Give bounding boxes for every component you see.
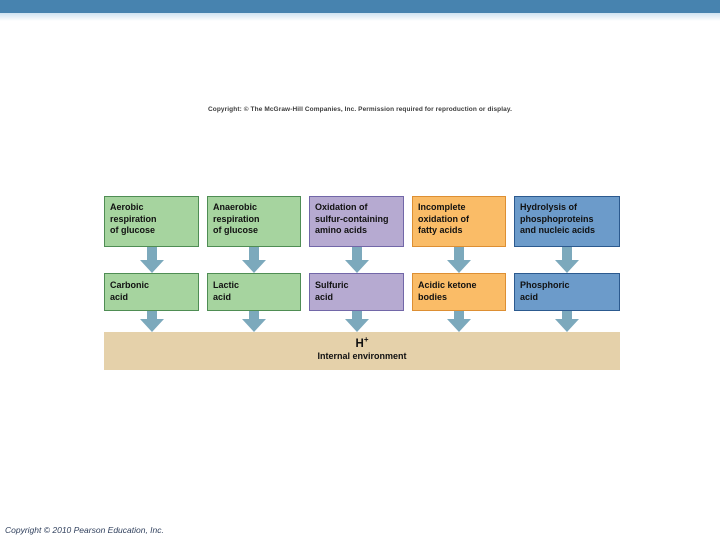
hydrogen-ion-label: H+ [104,335,620,351]
down-arrow-icon [309,311,404,332]
arrow-stem [562,247,572,260]
ion-charge: + [363,335,369,344]
acid-box: Lactic acid [207,273,301,311]
arrow-head [344,260,369,273]
arrow-head [242,260,266,273]
arrow-stem [454,311,464,319]
ion-symbol: H [355,337,364,350]
arrow-head [447,319,471,332]
internal-environment-bar: H+ Internal environment [104,332,620,370]
arrow-stem [562,311,572,319]
arrow-head [344,319,369,332]
arrow-head [555,260,579,273]
arrow-stem [146,247,157,260]
arrow-head [555,319,579,332]
process-box: Anaerobic respiration of glucose [207,196,301,247]
top-accent-bar [0,0,720,13]
arrow-head [242,319,266,332]
arrow-stem [351,311,362,319]
down-arrow-icon [104,311,199,332]
top-accent-bar-fade [0,13,720,21]
acid-sources-diagram: Aerobic respiration of glucose Anaerobic… [104,196,620,370]
down-arrow-icon [309,247,404,273]
arrow-head [139,260,164,273]
arrow-stem [249,247,259,260]
arrow-stem [249,311,259,319]
process-box: Aerobic respiration of glucose [104,196,199,247]
acid-box: Carbonic acid [104,273,199,311]
acid-box: Sulfuric acid [309,273,404,311]
internal-environment-label: Internal environment [317,351,407,362]
publisher-copyright-text: Copyright: © The McGraw-Hill Companies, … [208,106,512,113]
down-arrow-icon [412,311,506,332]
down-arrow-icon [514,311,620,332]
arrow-stem [351,247,362,260]
down-arrow-icon [412,247,506,273]
arrow-stem [454,247,464,260]
pearson-copyright-text: Copyright © 2010 Pearson Education, Inc. [5,525,164,535]
arrow-head [139,319,164,332]
process-box: Incomplete oxidation of fatty acids [412,196,506,247]
down-arrow-icon [104,247,199,273]
down-arrow-icon [207,247,301,273]
arrow-head [447,260,471,273]
arrow-stem [146,311,157,319]
acid-box: Acidic ketone bodies [412,273,506,311]
down-arrow-icon [514,247,620,273]
acid-box: Phosphoric acid [514,273,620,311]
down-arrow-icon [207,311,301,332]
process-box: Hydrolysis of phosphoproteins and nuclei… [514,196,620,247]
process-box: Oxidation of sulfur-containing amino aci… [309,196,404,247]
